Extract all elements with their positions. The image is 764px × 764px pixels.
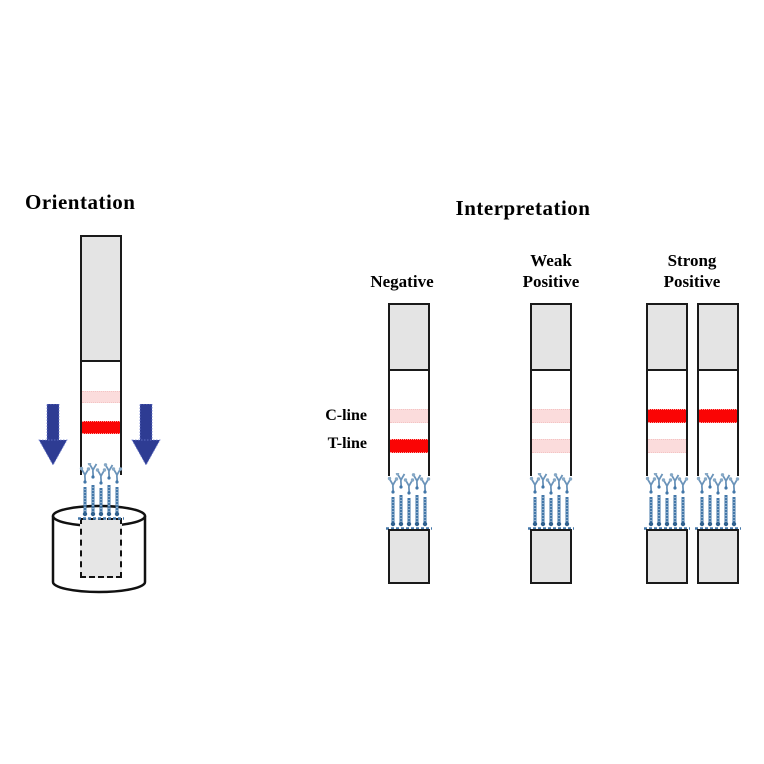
label-line: Weak — [530, 251, 572, 270]
membrane — [697, 371, 739, 476]
t-line-band — [532, 439, 570, 453]
column-label-weak-positive: Weak Positive — [481, 250, 621, 292]
absorbent-pad — [646, 303, 688, 371]
test-strip-strong-positive-left — [646, 303, 688, 584]
label-line: Positive — [663, 272, 721, 291]
sample-pad — [530, 529, 572, 584]
sample-pad — [388, 529, 430, 584]
label-line: Positive — [522, 272, 580, 291]
absorbent-pad — [530, 303, 572, 371]
interpretation-title: Interpretation — [455, 196, 591, 220]
membrane — [388, 371, 430, 476]
c-line-band — [699, 409, 737, 423]
antibody-conjugate-icon — [644, 473, 690, 531]
antibody-conjugate-icon — [78, 463, 124, 521]
c-line-label: C-line — [325, 407, 367, 424]
c-line-band — [82, 391, 120, 403]
t-line-band — [390, 439, 428, 453]
label-line: Strong — [667, 251, 717, 270]
c-line-band — [390, 409, 428, 423]
membrane — [80, 362, 122, 475]
absorbent-pad — [388, 303, 430, 371]
sample-pad — [697, 529, 739, 584]
sample-cup-icon — [51, 504, 147, 594]
test-strip-strong-positive-right — [697, 303, 739, 584]
c-line-band — [648, 409, 686, 423]
antibody-conjugate-icon — [386, 473, 432, 531]
membrane — [530, 371, 572, 476]
antibody-conjugate-icon — [528, 473, 574, 531]
submerged-strip-dashed — [80, 518, 122, 578]
column-label-negative: Negative — [332, 271, 472, 292]
test-strip-weak-positive — [530, 303, 572, 584]
orientation-title: Orientation — [25, 190, 136, 214]
down-arrow-icon — [131, 404, 161, 466]
column-label-strong-positive: Strong Positive — [622, 250, 762, 292]
down-arrow-icon — [38, 404, 68, 466]
sample-pad — [646, 529, 688, 584]
t-line-band — [82, 421, 120, 434]
absorbent-pad — [80, 235, 122, 362]
t-line-label: T-line — [327, 435, 367, 452]
membrane — [646, 371, 688, 476]
label-line: Negative — [370, 272, 434, 291]
absorbent-pad — [697, 303, 739, 371]
c-line-band — [532, 409, 570, 423]
t-line-band — [648, 439, 686, 453]
test-strip-orientation — [80, 235, 122, 525]
antibody-conjugate-icon — [695, 473, 741, 531]
test-strip-negative — [388, 303, 430, 584]
